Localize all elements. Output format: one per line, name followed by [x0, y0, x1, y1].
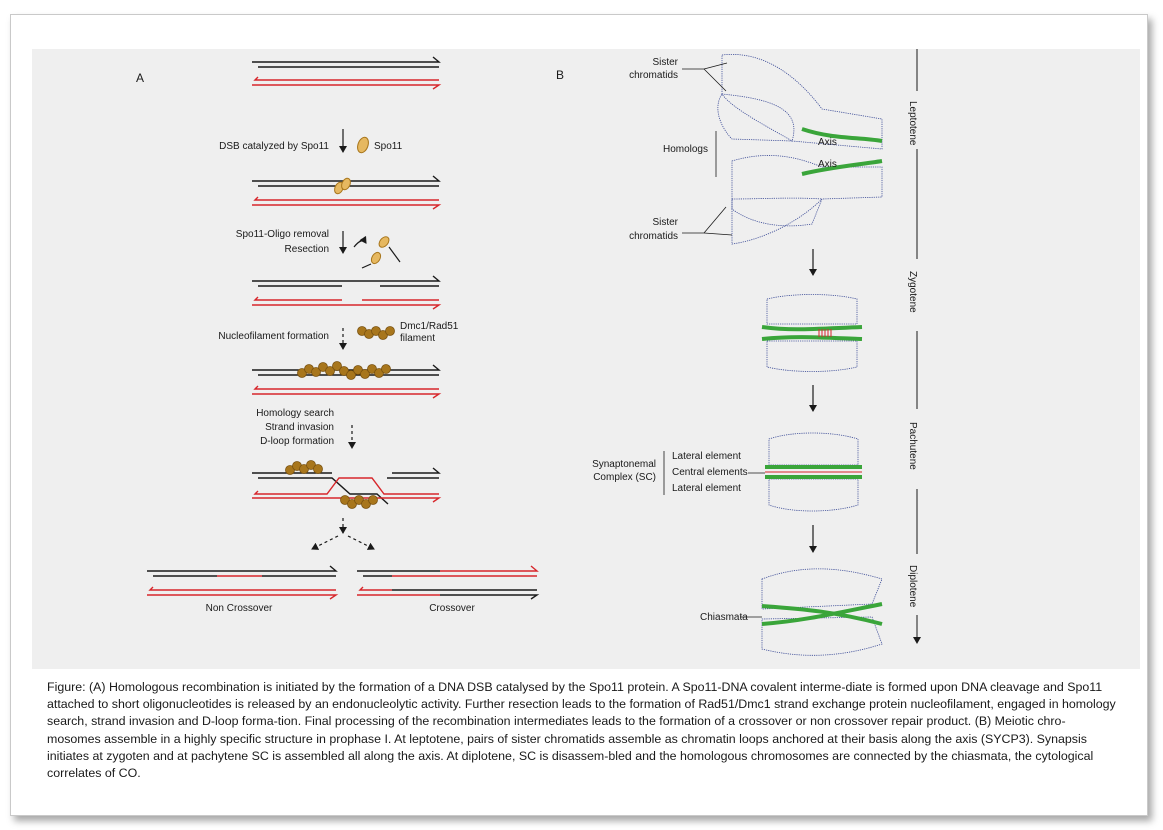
- sister-top-leader: [682, 62, 728, 92]
- sister-top-1: Sister: [652, 57, 678, 68]
- spo11-icon: [357, 136, 369, 154]
- sister-bottom-leader: [682, 206, 733, 236]
- figure-caption: Figure: (A) Homologous recombination is …: [47, 680, 1116, 781]
- chiasmata-label: Chiasmata: [700, 612, 748, 623]
- stage-zygotene: Zygotene: [907, 271, 918, 313]
- stage-leptotene: Leptotene: [907, 101, 918, 146]
- central-elements: Central elements: [672, 467, 748, 478]
- sister-bottom-2: chromatids: [629, 231, 678, 242]
- step4-line1: Homology search: [256, 408, 334, 419]
- duplex-dsb: [252, 175, 442, 210]
- crossover-product: [357, 565, 540, 600]
- step4-line3: D-loop formation: [260, 436, 334, 447]
- lateral-element-top: Lateral element: [672, 451, 741, 462]
- spo11-label: Spo11: [374, 141, 403, 152]
- spo11-oligo-icon: [353, 235, 401, 269]
- dloop-structure: [252, 460, 442, 509]
- stage-diplotene: Diplotene: [907, 565, 918, 608]
- homologs-label: Homologs: [663, 144, 708, 155]
- step1-label: DSB catalyzed by Spo11: [219, 141, 329, 152]
- filament-icon: [357, 326, 395, 340]
- lateral-element-bottom: Lateral element: [672, 483, 741, 494]
- outcome-crossover: Crossover: [429, 603, 475, 614]
- axis-label-bottom: Axis: [818, 159, 837, 170]
- figure-frame: A DSB catalyzed by Spo11 Spo11: [10, 14, 1148, 816]
- sc-label-2: Complex (SC): [593, 472, 656, 483]
- stage-pachutene: Pachutene: [907, 422, 918, 470]
- figure-panel: A DSB catalyzed by Spo11 Spo11: [32, 49, 1140, 669]
- filament-line2: filament: [400, 333, 435, 344]
- figure-diagram: A DSB catalyzed by Spo11 Spo11: [136, 49, 921, 656]
- non-crossover-product: [147, 565, 339, 600]
- leptotene-chromosomes: [717, 54, 883, 245]
- duplex-filament: [252, 361, 442, 399]
- outcome-non-crossover: Non Crossover: [206, 603, 273, 614]
- step2-line2: Resection: [285, 244, 329, 255]
- step4-line2: Strand invasion: [265, 422, 334, 433]
- axis-label-top: Axis: [818, 137, 837, 148]
- pachytene-chromosomes: [765, 432, 862, 512]
- step3-label: Nucleofilament formation: [218, 331, 329, 342]
- panel-a-letter: A: [136, 71, 144, 85]
- step2-line1: Spo11-Oligo removal: [236, 229, 329, 240]
- duplex-resected: [252, 275, 442, 310]
- filament-line1: Dmc1/Rad51: [400, 321, 459, 332]
- panel-b-letter: B: [556, 68, 564, 82]
- sc-label-1: Synaptonemal: [592, 459, 656, 470]
- sister-top-2: chromatids: [629, 70, 678, 81]
- duplex-intact: [252, 56, 442, 90]
- zygotene-chromosomes: [761, 294, 863, 372]
- sister-bottom-1: Sister: [652, 217, 678, 228]
- diplotene-chromosomes: [761, 568, 883, 656]
